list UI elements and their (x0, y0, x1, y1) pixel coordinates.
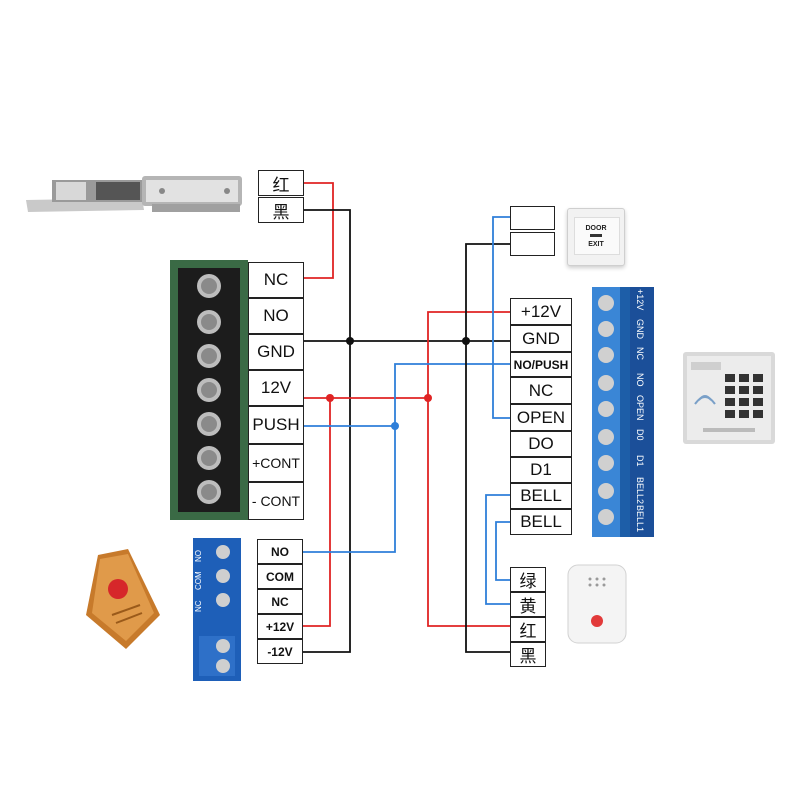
exit-button-wire-1 (510, 206, 555, 230)
strip-label-no: NO (635, 373, 645, 387)
power-terminal-minus-cont: - CONT (248, 482, 304, 520)
door-bell-image (567, 564, 627, 644)
remote-receiver-board: NO COM NC (193, 538, 241, 681)
strip-label-bell2: BELL2 (635, 477, 645, 505)
strip-label-nc: NC (635, 347, 645, 360)
electric-lock-image (26, 176, 242, 212)
wire-blue-push (303, 363, 510, 427)
strip-label-open: OPEN (635, 395, 645, 421)
junction-dot (391, 422, 399, 430)
controller-terminal-bell-1: BELL (510, 483, 572, 509)
remote-relay-screws (199, 545, 235, 676)
wire-blue-exit-open (492, 216, 510, 419)
remote-terminal-no: NO (257, 539, 303, 564)
controller-terminal-gnd: GND (510, 325, 572, 352)
exit-label-door: DOOR (585, 225, 607, 232)
power-terminal-block-image (170, 260, 248, 520)
wire-black-lock-trunk (303, 209, 351, 653)
power-terminal-no: NO (248, 298, 304, 334)
power-terminal-plus-cont: +CONT (248, 444, 304, 482)
exit-button-device: DOOR EXIT (567, 208, 625, 266)
wire-red-12v (303, 311, 510, 399)
controller-terminal-do: DO (510, 431, 572, 457)
junction-dot (424, 394, 432, 402)
bell-wire-yellow: 黄 (510, 592, 546, 617)
controller-terminal-strip: +12V GND NC NO OPEN D0 D1 BELL2 BELL1 (592, 287, 662, 537)
keypad-access-controller-image (683, 352, 775, 444)
exit-label-exit: EXIT (588, 241, 604, 248)
wire-blue-remote-no (303, 426, 396, 553)
strip-label-12v: +12V (635, 289, 645, 311)
wire-blue-bell-yellow (495, 521, 510, 581)
bell-wire-green: 绿 (510, 567, 546, 592)
controller-screws (598, 295, 614, 525)
remote-terminal-plus12v: +12V (257, 614, 303, 639)
power-terminal-nc: NC (248, 262, 304, 298)
power-terminal-push: PUSH (248, 406, 304, 444)
wire-red-bell (427, 398, 510, 627)
bell-wire-black: 黑 (510, 642, 546, 667)
junction-dot (346, 337, 354, 345)
remote-terminal-com: COM (257, 564, 303, 589)
key-icon (590, 234, 602, 237)
wire-red-lock-nc (303, 182, 334, 279)
controller-terminal-nc: NC (510, 377, 572, 404)
junction-dot (462, 337, 470, 345)
remote-terminal-nc: NC (257, 589, 303, 614)
wire-blue-bell-green (485, 494, 510, 605)
lock-wire-red: 红 (258, 170, 304, 196)
controller-terminal-d1: D1 (510, 457, 572, 483)
remote-control-image (86, 549, 160, 649)
controller-terminal-bell-2: BELL (510, 509, 572, 535)
strip-label-gnd: GND (635, 319, 645, 339)
strip-label-d1: D1 (635, 455, 645, 467)
controller-terminal-no-push: NO/PUSH (510, 352, 572, 377)
strip-label-d0: D0 (635, 429, 645, 441)
wire-black-exit-bell (465, 243, 510, 653)
power-terminal-12v: 12V (248, 370, 304, 406)
bell-wire-red: 红 (510, 617, 546, 642)
wire-red-remote (303, 398, 331, 627)
power-terminal-gnd: GND (248, 334, 304, 370)
controller-terminal-plus12v: +12V (510, 298, 572, 325)
remote-terminal-minus12v: -12V (257, 639, 303, 664)
exit-button-wire-2 (510, 232, 555, 256)
strip-label-bell1: BELL1 (635, 505, 645, 533)
lock-wire-black: 黑 (258, 197, 304, 223)
junction-dot (326, 394, 334, 402)
controller-terminal-open: OPEN (510, 404, 572, 431)
